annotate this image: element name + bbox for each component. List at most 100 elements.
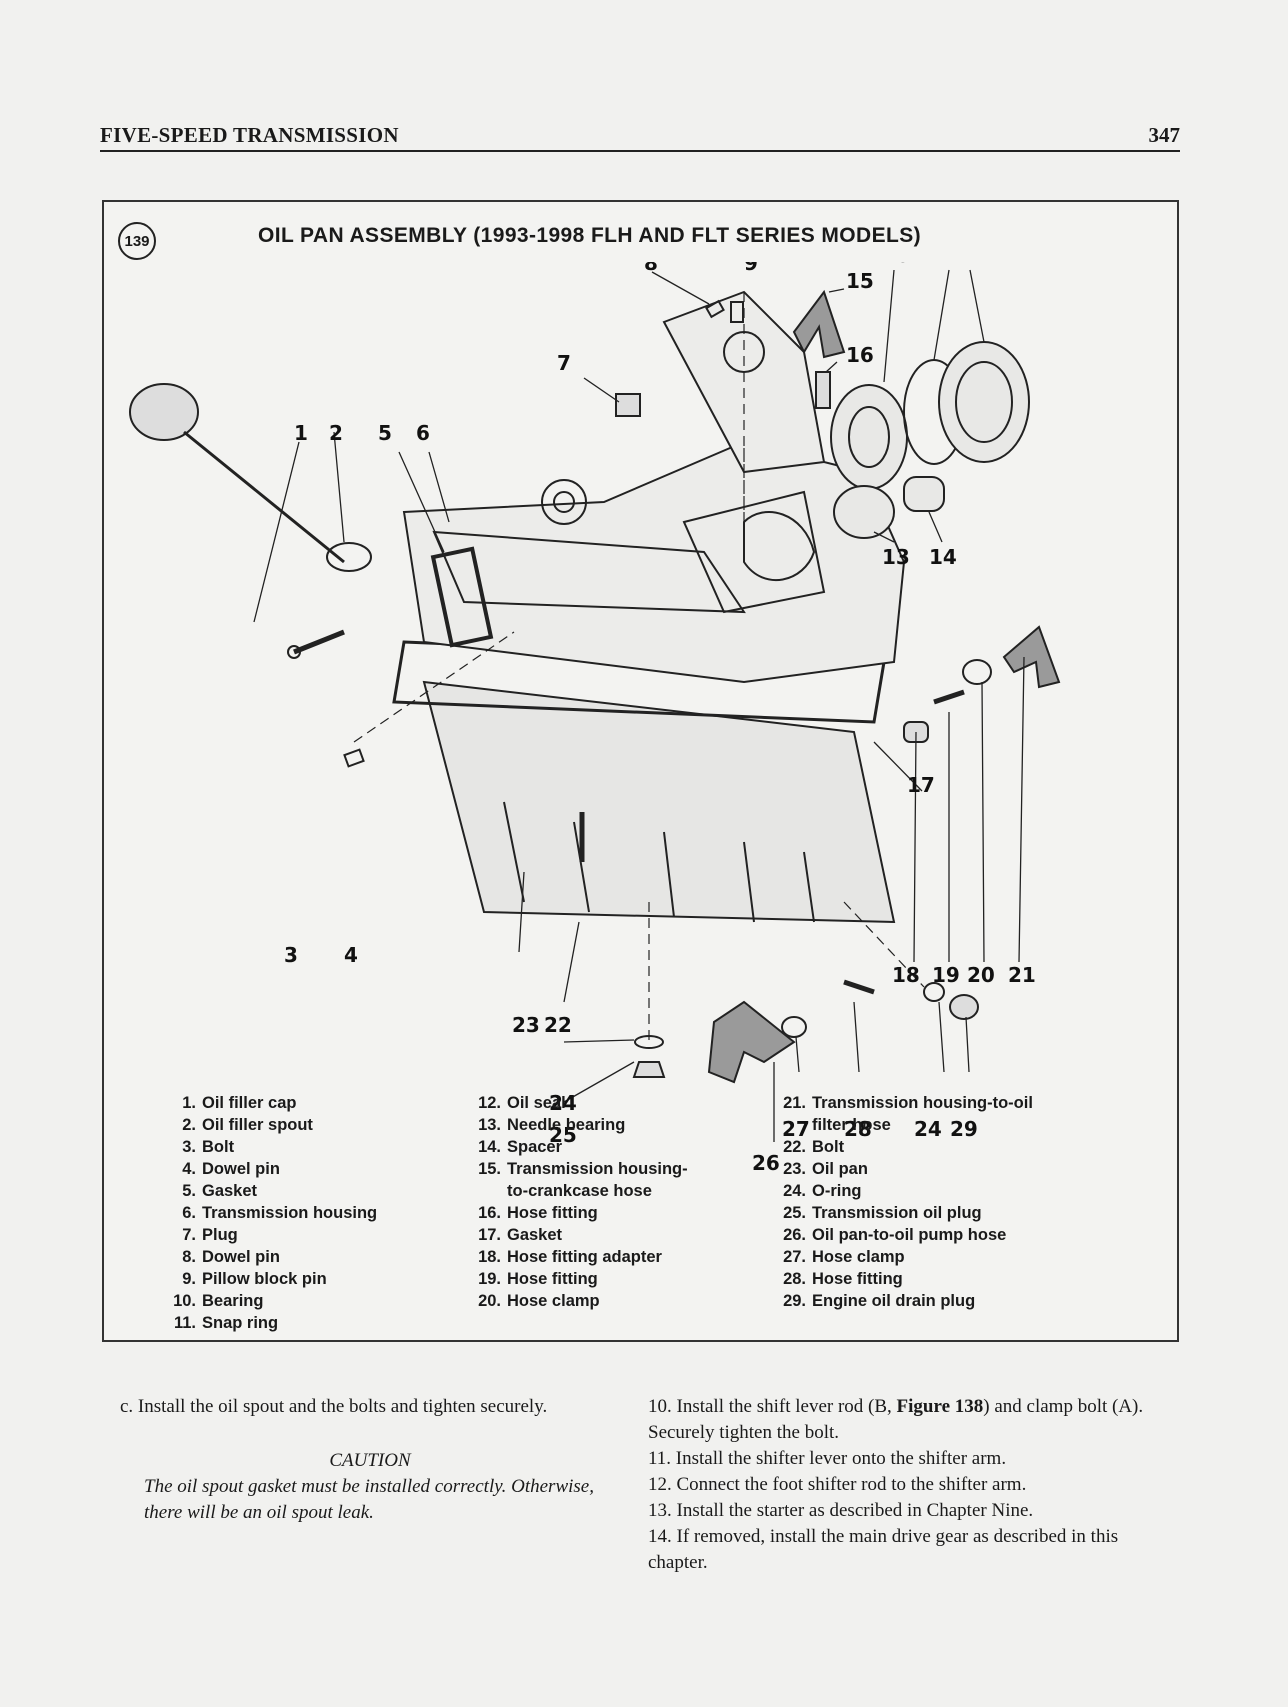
legend-number: 27.: [783, 1248, 806, 1266]
bolt-3: [293, 629, 345, 655]
legend-item: 6.Transmission housing: [164, 1202, 442, 1224]
legend-item: 1.Oil filler cap: [164, 1092, 442, 1114]
oil-filler-cap-1: [129, 383, 199, 441]
callout-9: 9: [744, 262, 758, 275]
legend-text: Gasket: [202, 1182, 258, 1200]
legend-number: 14.: [478, 1138, 501, 1156]
callout-5: 5: [378, 421, 392, 445]
plug-7: [615, 393, 641, 417]
legend-number: 7.: [182, 1226, 196, 1244]
step-11: 11. Install the shifter lever onto the s…: [648, 1448, 1007, 1469]
legend-text: Oil seal: [507, 1094, 566, 1112]
legend-item: 22. Bolt: [774, 1136, 1052, 1158]
hose-fitting-16: [815, 371, 831, 409]
legend-item: to-crankcase hose: [469, 1180, 747, 1202]
figure-number: 139: [118, 222, 156, 260]
legend-item: 29.Engine oil drain plug: [774, 1290, 1052, 1312]
legend-item: 21.Transmission housing-to-oil: [774, 1092, 1052, 1114]
legend-number: 12.: [478, 1094, 501, 1112]
figure-139: 139 OIL PAN ASSEMBLY (1993-1998 FLH AND …: [102, 200, 1179, 1342]
legend-text: Engine oil drain plug: [812, 1292, 976, 1310]
oil-filler-spout-2: [326, 542, 372, 572]
caution-text: The oil spout gasket must be installed c…: [144, 1476, 594, 1523]
legend-number: 3.: [182, 1138, 196, 1156]
exploded-diagram: 1 2 3 4 5 6 7 8 9 10 11 12 13 14 15 16 1…: [129, 262, 1061, 1175]
legend-item: 27.Hose clamp: [774, 1246, 1052, 1268]
legend-text: filter hose: [812, 1116, 891, 1134]
legend-item: 15.Transmission housing-: [469, 1158, 747, 1180]
step-13: 13. Install the starter as described in …: [648, 1500, 1034, 1521]
legend-item: 28. Hose fitting: [774, 1268, 1052, 1290]
legend-text: Bolt: [812, 1138, 845, 1156]
bearing-10: [830, 384, 908, 490]
dowel-pin-4: [343, 748, 365, 768]
spacer-14: [903, 476, 945, 512]
legend-item: 8.Dowel pin: [164, 1246, 442, 1268]
legend-item: 3.Bolt: [164, 1136, 442, 1158]
callout-24b: 24: [914, 1117, 942, 1141]
legend-text: Oil filler spout: [202, 1116, 313, 1134]
legend-number: 19.: [478, 1270, 501, 1288]
legend-number: 26.: [783, 1226, 806, 1244]
legend-item: 13.Needle bearing: [469, 1114, 747, 1136]
legend-number: 2.: [182, 1116, 196, 1134]
legend-text: Hose fitting adapter: [507, 1248, 662, 1266]
callout-23: 23: [512, 1013, 540, 1037]
oil-seal-12: [938, 341, 1030, 463]
legend-text: Hose clamp: [507, 1292, 600, 1310]
dowel-pin-8: [705, 299, 725, 319]
callout-27: 27: [782, 1117, 810, 1141]
callout-3: 3: [284, 943, 298, 967]
legend-text: Plug: [202, 1226, 238, 1244]
o-ring-24b: [923, 982, 945, 1002]
chapter-title: FIVE-SPEED TRANSMISSION: [100, 123, 399, 147]
step-10-post: ) and clamp bolt (A). Securely tighten t…: [648, 1396, 1144, 1443]
callout-18: 18: [892, 963, 920, 987]
legend-column-1: 1.Oil filler cap 2. Oil filler spout 3.Bolt…: [164, 1092, 442, 1334]
drain-plug-29: [949, 994, 979, 1020]
oil-pan-23: [422, 680, 896, 924]
legend-item: 11.Snap ring: [164, 1312, 442, 1334]
legend-number: 22.: [783, 1138, 806, 1156]
legend-number: 23.: [783, 1160, 806, 1178]
legend-column-3: 21.Transmission housing-to-oil filter hos…: [774, 1092, 1052, 1312]
legend-number: 28.: [783, 1270, 806, 1288]
callout-15: 15: [846, 269, 874, 293]
legend-text: Oil pan: [812, 1160, 868, 1178]
legend-item: 5. Gasket: [164, 1180, 442, 1202]
legend-item: 23. Oil pan: [774, 1158, 1052, 1180]
legend-text: Transmission housing: [202, 1204, 378, 1222]
callout-22: 22: [544, 1013, 572, 1037]
legend-item: 12. Oil seal: [469, 1092, 747, 1114]
step-10: 10. Install the shift lever rod (B, Figu…: [648, 1394, 1178, 1446]
callout-12: 12: [956, 262, 984, 267]
figure-title: OIL PAN ASSEMBLY (1993-1998 FLH AND FLT …: [258, 224, 922, 247]
page-number: 347: [1148, 123, 1181, 147]
hose-26: [707, 1000, 796, 1084]
callout-19: 19: [932, 963, 960, 987]
legend-text: Spacer: [507, 1138, 563, 1156]
callout-21: 21: [1008, 963, 1036, 987]
hose-15: [792, 289, 846, 359]
legend-text: Hose fitting: [507, 1204, 598, 1222]
legend-number: 5.: [182, 1182, 196, 1200]
callout-29: 29: [950, 1117, 978, 1141]
running-header: FIVE-SPEED TRANSMISSION 347: [100, 118, 1180, 152]
legend-item: 17.Gasket: [469, 1224, 747, 1246]
hose-21: [1002, 625, 1061, 689]
oil-plug-25: [632, 1061, 666, 1078]
legend-text: Transmission housing-to-oil: [812, 1094, 1033, 1112]
left-text-column: c. Install the oil spout and the bolts a…: [120, 1394, 620, 1526]
callout-4: 4: [344, 943, 358, 967]
legend-text: Hose fitting: [812, 1270, 903, 1288]
legend-text: O-ring: [812, 1182, 862, 1200]
callout-25: 25: [549, 1123, 577, 1147]
legend-item: 4.Dowel pin: [164, 1158, 442, 1180]
callout-6: 6: [416, 421, 430, 445]
callout-16: 16: [846, 343, 874, 367]
legend-item: 2. Oil filler spout: [164, 1114, 442, 1136]
legend-text: Oil filler cap: [202, 1094, 297, 1112]
legend-number: 8.: [182, 1248, 196, 1266]
legend-number: 25.: [783, 1204, 806, 1222]
callout-11: 11: [924, 262, 952, 267]
